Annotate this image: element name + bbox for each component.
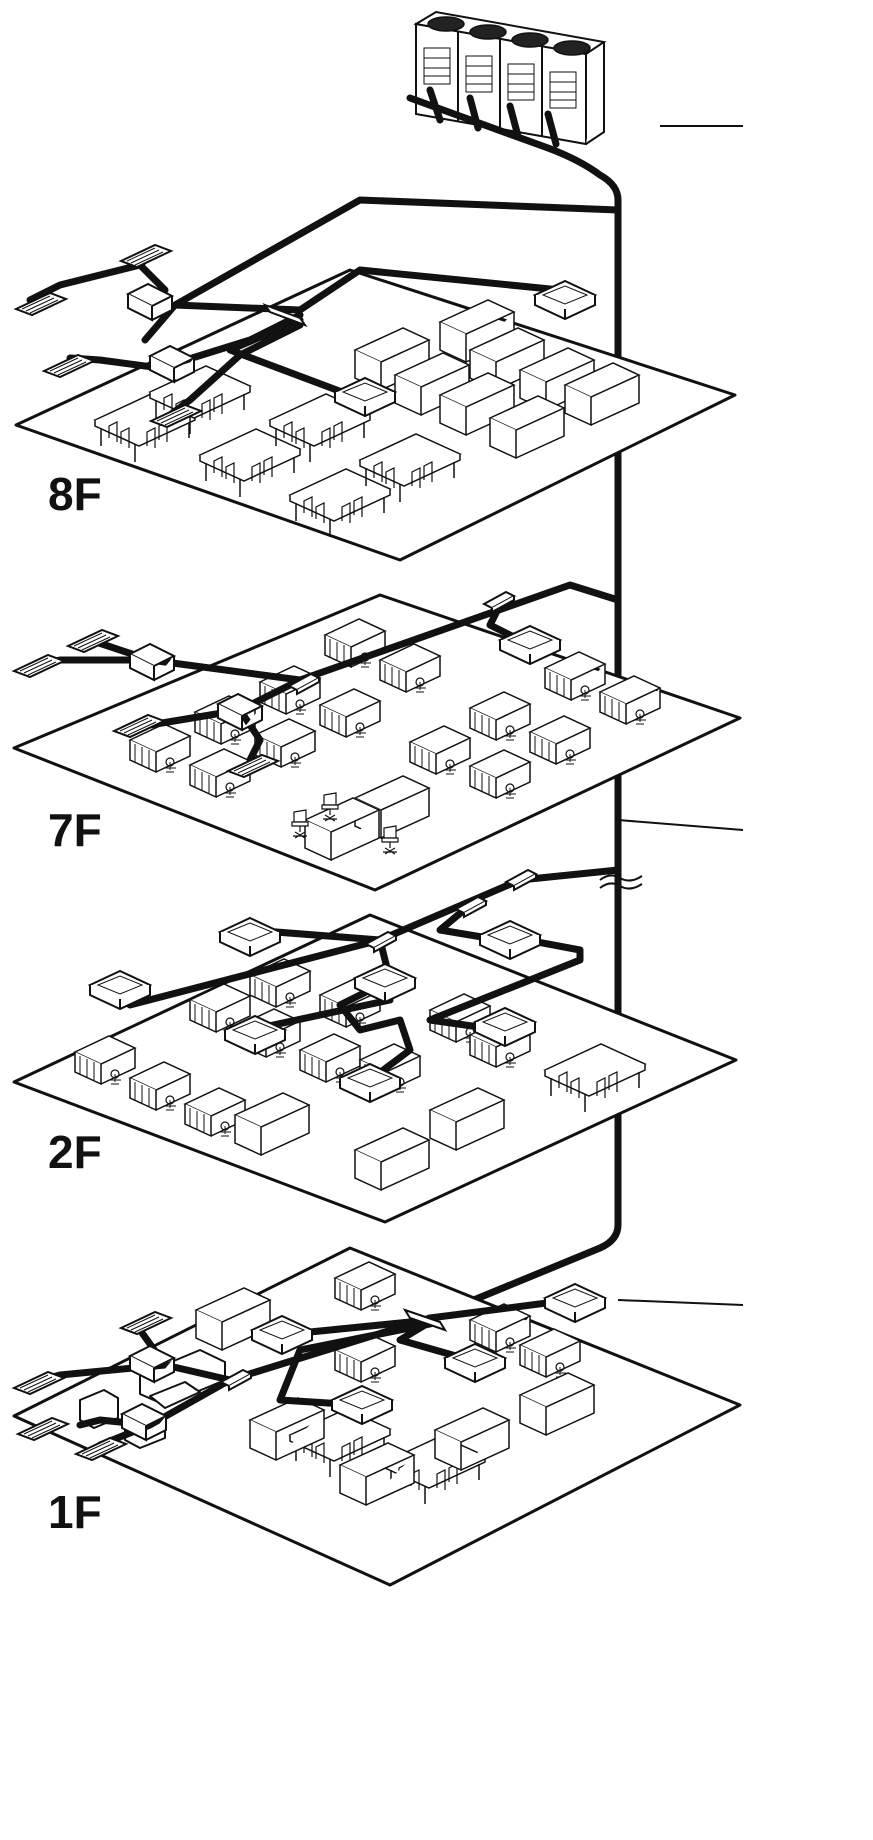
floor-label-2f: 2F [48, 1126, 102, 1178]
floor-label-7f: 7F [48, 804, 102, 856]
ceiling-cassette-icon [544, 1283, 606, 1323]
outdoor-unit-icon [406, 10, 607, 152]
floor-1f: 1F [12, 1246, 742, 1587]
pipe-break-icon [599, 874, 643, 890]
air-grille-icon [15, 292, 67, 316]
floor-slab [14, 268, 737, 562]
ceiling-cassette-icon [219, 917, 281, 957]
refnet-joint-icon [262, 302, 308, 328]
floor-8f: 8F [14, 196, 737, 562]
air-grille-icon [13, 654, 65, 678]
air-grille-icon [120, 1311, 172, 1335]
floor-2f: 2F [12, 866, 738, 1224]
floor-label-1f: 1F [48, 1486, 102, 1538]
floor-slab [12, 593, 742, 892]
air-grille-icon [43, 354, 95, 378]
air-grille-icon [13, 1371, 65, 1395]
air-grille-icon [120, 244, 172, 268]
refnet-joint-icon [402, 1308, 448, 1332]
main-refrigerant-riser [426, 125, 744, 1322]
floor-7f: 7F [12, 581, 742, 892]
ceiling-cassette-icon [479, 920, 541, 960]
floor-label-8f: 8F [48, 468, 102, 520]
